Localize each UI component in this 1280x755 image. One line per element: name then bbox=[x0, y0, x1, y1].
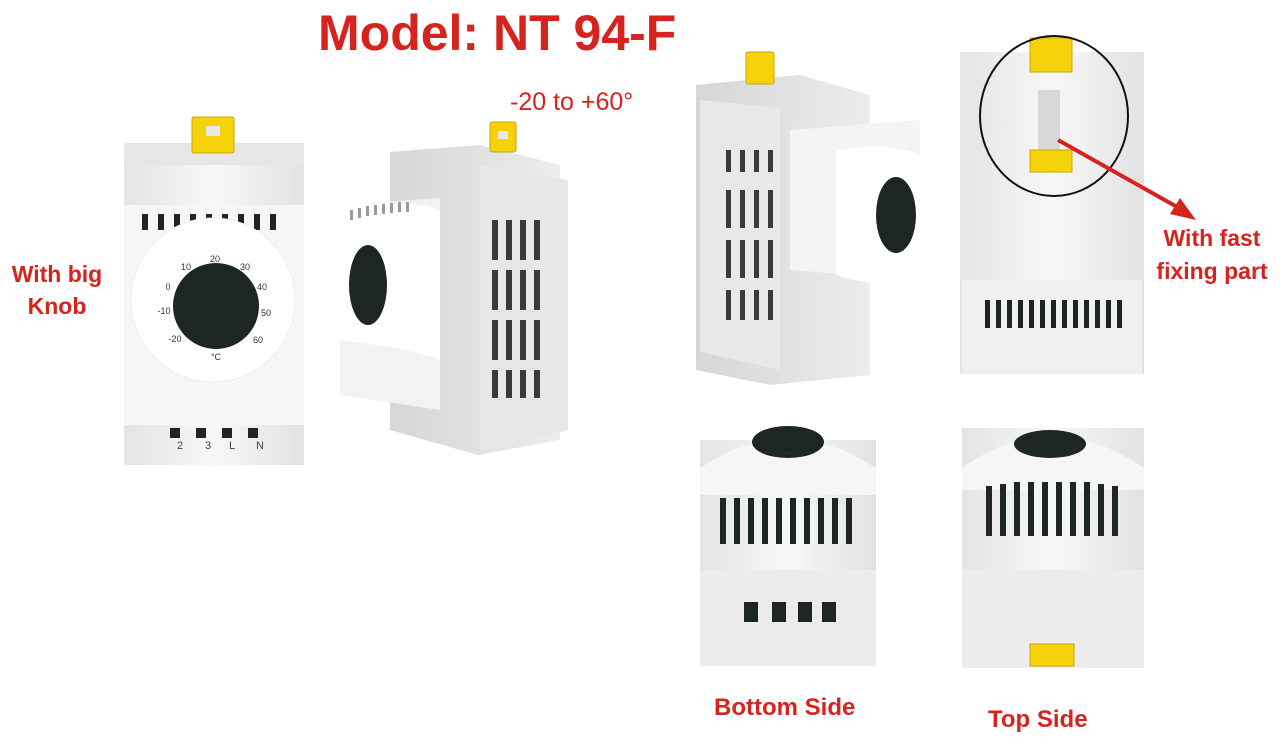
dial-mark: 50 bbox=[261, 308, 271, 318]
thermostat-angled-view bbox=[340, 121, 568, 455]
thermostat-front-view: -20 -10 0 10 20 30 40 50 60 °C 2 3 L N bbox=[124, 116, 304, 465]
din-clip-icon bbox=[1029, 643, 1075, 667]
label-top-side: Top Side bbox=[988, 706, 1088, 733]
temperature-knob[interactable] bbox=[876, 177, 916, 253]
dial-mark: 0 bbox=[165, 282, 170, 292]
temperature-knob[interactable] bbox=[349, 245, 387, 325]
terminal-label: L bbox=[229, 440, 235, 452]
callout-big-knob: With big Knob bbox=[11, 261, 103, 319]
dial-mark: 10 bbox=[181, 262, 191, 272]
dial-mark: 60 bbox=[253, 335, 263, 345]
temperature-knob[interactable] bbox=[173, 263, 259, 349]
thermostat-top-side-view bbox=[962, 428, 1144, 668]
din-clip-icon bbox=[489, 121, 517, 153]
din-clip-icon bbox=[745, 51, 775, 85]
label-bottom-side: Bottom Side bbox=[714, 694, 856, 721]
callout-fast-fixing: With fast fixing part bbox=[1156, 225, 1268, 284]
temperature-range-label: -20 to +60° bbox=[510, 88, 634, 116]
callout-arrow bbox=[1057, 138, 1187, 214]
thermostat-angled-view-2 bbox=[696, 51, 930, 385]
dial-unit: °C bbox=[211, 352, 222, 362]
thermostat-bottom-side-view: °C bbox=[700, 426, 876, 666]
temperature-knob[interactable] bbox=[752, 426, 824, 458]
model-title: Model: NT 94-F bbox=[318, 5, 677, 61]
din-clip-icon bbox=[1029, 37, 1073, 73]
temperature-knob[interactable] bbox=[1014, 430, 1086, 458]
terminal-label: 3 bbox=[205, 440, 211, 452]
terminal-label: 2 bbox=[177, 440, 183, 452]
dial-mark: 30 bbox=[240, 262, 250, 272]
dial-mark: -10 bbox=[157, 306, 170, 316]
terminal-label: N bbox=[256, 440, 264, 452]
dial-mark: 20 bbox=[210, 254, 220, 264]
highlight-circle bbox=[979, 35, 1129, 197]
din-clip-icon bbox=[191, 116, 235, 154]
thermostat-back-view bbox=[960, 35, 1196, 374]
dial-unit: °C bbox=[784, 451, 793, 460]
dial-mark: -20 bbox=[168, 334, 181, 344]
dial-mark: 40 bbox=[257, 282, 267, 292]
